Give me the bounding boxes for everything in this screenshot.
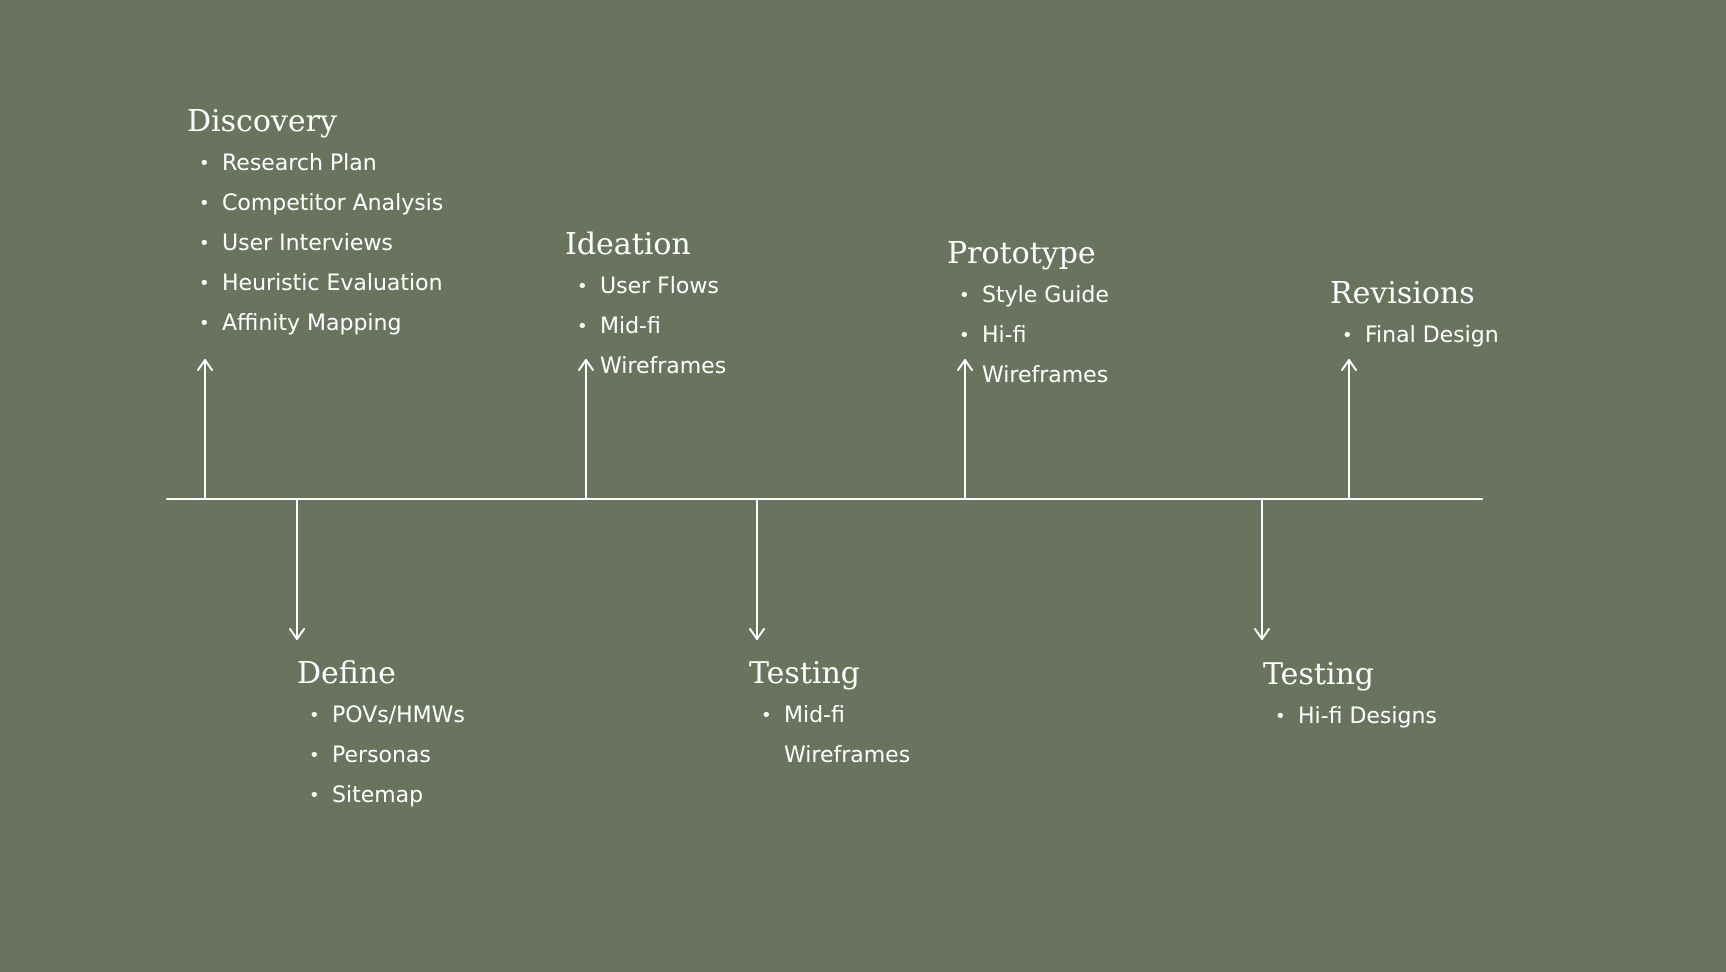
stage-revisions: Revisions •Final Design	[1330, 276, 1499, 356]
bullet-icon: •	[309, 705, 320, 726]
bullet-icon: •	[761, 705, 772, 726]
bullet-icon: •	[959, 285, 970, 306]
bullet-icon: •	[577, 316, 588, 337]
stage-title-testing-hi: Testing	[1263, 657, 1375, 692]
list-item: •Final Design	[1330, 316, 1499, 356]
stage-title-discovery: Discovery	[187, 104, 337, 139]
bullet-icon: •	[199, 153, 210, 174]
stage-title-revisions: Revisions	[1330, 276, 1475, 311]
revisions-up-arrow	[1341, 359, 1357, 500]
stage-title-ideation: Ideation	[565, 227, 691, 262]
list-item: •Hi-fi Wireframes	[947, 316, 1127, 396]
stage-items-ideation: •User Flows •Mid-fi Wireframes	[565, 267, 745, 387]
bullet-icon: •	[199, 313, 210, 334]
list-item: •Research Plan	[187, 144, 443, 184]
list-item: •POVs/HMWs	[297, 696, 465, 736]
stage-items-testing-mid: •Mid-fi Wireframes	[749, 696, 929, 776]
stage-define: Define •POVs/HMWs •Personas •Sitemap	[297, 656, 465, 816]
bullet-icon: •	[309, 745, 320, 766]
stage-items-prototype: •Style Guide •Hi-fi Wireframes	[947, 276, 1127, 396]
ideation-up-arrow	[578, 359, 594, 500]
bullet-icon: •	[199, 273, 210, 294]
list-item: •Heuristic Evaluation	[187, 264, 443, 304]
bullet-icon: •	[959, 325, 970, 346]
bullet-icon: •	[1342, 325, 1353, 346]
list-item: •Competitor Analysis	[187, 184, 443, 224]
list-item: •Personas	[297, 736, 465, 776]
stage-ideation: Ideation •User Flows •Mid-fi Wireframes	[565, 227, 745, 387]
list-item: •User Interviews	[187, 224, 443, 264]
stage-testing-hi: Testing •Hi-fi Designs	[1263, 657, 1437, 737]
bullet-icon: •	[1275, 706, 1286, 727]
stage-title-prototype: Prototype	[947, 236, 1096, 271]
discovery-up-arrow	[197, 359, 213, 500]
bullet-icon: •	[577, 276, 588, 297]
list-item: •Affinity Mapping	[187, 304, 443, 344]
list-item: •Mid-fi Wireframes	[749, 696, 929, 776]
stage-items-testing-hi: •Hi-fi Designs	[1263, 697, 1437, 737]
list-item: •Hi-fi Designs	[1263, 697, 1437, 737]
bullet-icon: •	[309, 785, 320, 806]
list-item: •User Flows	[565, 267, 745, 307]
testing-hi-down-arrow	[1254, 498, 1270, 640]
stage-items-revisions: •Final Design	[1330, 316, 1499, 356]
stage-testing-mid: Testing •Mid-fi Wireframes	[749, 656, 929, 776]
list-item: •Style Guide	[947, 276, 1127, 316]
bullet-icon: •	[199, 233, 210, 254]
stage-discovery: Discovery •Research Plan •Competitor Ana…	[187, 104, 443, 344]
stage-items-define: •POVs/HMWs •Personas •Sitemap	[297, 696, 465, 816]
stage-prototype: Prototype •Style Guide •Hi-fi Wireframes	[947, 236, 1127, 396]
testing-mid-down-arrow	[749, 498, 765, 640]
list-item: •Mid-fi Wireframes	[565, 307, 745, 387]
list-item: •Sitemap	[297, 776, 465, 816]
prototype-up-arrow	[957, 359, 973, 500]
stage-title-define: Define	[297, 656, 396, 691]
stage-items-discovery: •Research Plan •Competitor Analysis •Use…	[187, 144, 443, 344]
define-down-arrow	[289, 498, 305, 640]
bullet-icon: •	[199, 193, 210, 214]
stage-title-testing-mid: Testing	[749, 656, 861, 691]
